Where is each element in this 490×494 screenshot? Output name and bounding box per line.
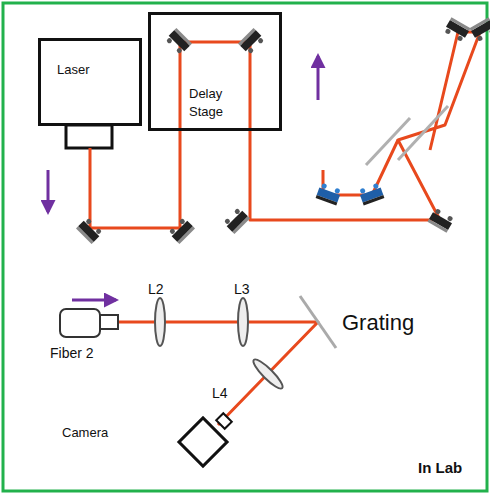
grating-label: Grating — [342, 308, 414, 338]
lens-label: L2 — [148, 280, 164, 299]
node-title: Delay Stage — [189, 85, 245, 120]
beam-splitter-plates — [366, 106, 448, 165]
lens-label: L3 — [234, 280, 250, 299]
laser-aperture — [66, 125, 112, 148]
laser-box: Laser — [38, 38, 142, 126]
delay-stage-box: Delay Stage — [148, 12, 282, 131]
node-title: Laser — [57, 61, 90, 79]
camera-label: Camera — [62, 424, 108, 442]
fiber-connector — [60, 309, 118, 337]
lab-frame — [3, 3, 487, 491]
location-label: In Lab — [418, 458, 462, 478]
lenses — [155, 298, 286, 392]
grating — [300, 296, 336, 348]
lens-label: L4 — [212, 384, 228, 403]
camera — [179, 413, 232, 466]
fiber-label: Fiber 2 — [50, 344, 94, 363]
